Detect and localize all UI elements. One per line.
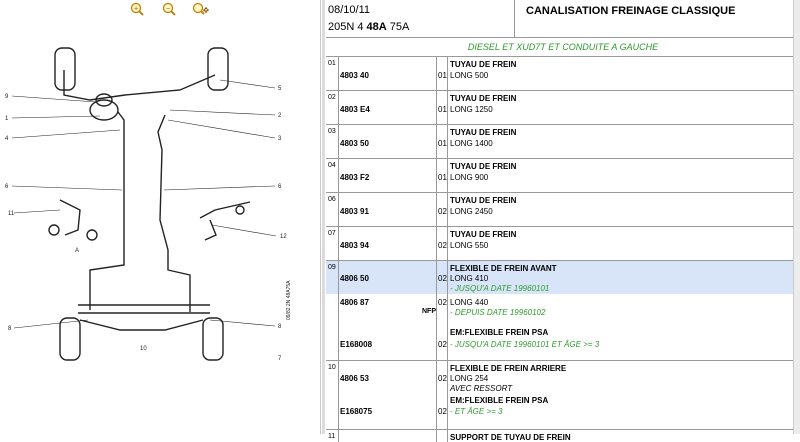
quantity: 01 [438, 105, 447, 114]
quantity: 02 [438, 340, 447, 349]
part-number: E168008 [340, 340, 373, 349]
svg-text:✥: ✥ [203, 6, 210, 15]
table-row[interactable]: 02 TUYAU DE FREIN 4803 E4 01 LONG 1250 [326, 91, 800, 125]
header-date: 08/10/11 [328, 4, 371, 16]
table-row[interactable]: 09 FLEXIBLE DE FREIN AVANT 4806 50 02 LO… [326, 261, 800, 361]
diagram-label: 3 [278, 136, 282, 142]
page-title: CANALISATION FREINAGE CLASSIQUE [526, 5, 736, 17]
zoom-toolbar: + − ✥ [128, 2, 210, 16]
part-number: 4806 53 [340, 374, 369, 383]
svg-text:+: + [134, 6, 138, 13]
diagram-label: 1 [5, 116, 9, 122]
svg-text:−: − [166, 6, 170, 13]
diagram-panel: + − ✥ [0, 0, 321, 434]
quantity: 01 [438, 139, 447, 148]
zoom-out-icon[interactable]: − [160, 2, 178, 16]
diagram-label: 2 [278, 113, 282, 119]
quantity: 01 [438, 71, 447, 80]
quantity: 02 [438, 298, 447, 307]
diagram-label: 8 [278, 324, 282, 330]
variant-subtitle: DIESEL ET XUD7T ET CONDUITE A GAUCHE [326, 38, 800, 57]
vertical-scrollbar[interactable] [793, 0, 800, 434]
table-row[interactable]: 04 TUYAU DE FREIN 4803 F2 01 LONG 900 [326, 159, 800, 193]
brake-pipe-diagram: 9 1 4 6 11 A 8 10 5 2 3 6 12 8 7 [5, 47, 292, 362]
quantity: 02 [438, 207, 447, 216]
part-number: 4803 E4 [340, 105, 370, 114]
diagram-label: 12 [280, 234, 287, 240]
panel-splitter[interactable] [322, 0, 325, 434]
diagram-label: 6 [5, 184, 9, 190]
quantity: 02 [438, 241, 447, 250]
part-number: 4806 50 [340, 274, 369, 283]
diagram-label: 9 [5, 94, 9, 100]
part-number: 4806 87 [340, 298, 369, 307]
quantity: 02 [438, 407, 447, 416]
part-number: E168075 [340, 407, 373, 416]
quantity: 02 [438, 374, 447, 383]
diagram-stamp: 09/82 2N 48A75A [286, 280, 292, 320]
diagram-label: A [75, 248, 79, 254]
diagram-label: 10 [140, 346, 147, 352]
diagram-label: 4 [5, 136, 9, 142]
part-number: 4803 40 [340, 71, 369, 80]
selected-row-highlight [326, 261, 800, 294]
part-number: 4803 94 [340, 241, 369, 250]
zoom-in-icon[interactable]: + [128, 2, 146, 16]
quantity: 02 [438, 274, 447, 283]
part-number: 4803 F2 [340, 173, 370, 182]
zoom-move-icon[interactable]: ✥ [192, 2, 210, 16]
diagram-label: 5 [278, 86, 282, 92]
table-row[interactable]: 10 FLEXIBLE DE FREIN ARRIERE 4806 53 02 … [326, 361, 800, 430]
quantity: 01 [438, 173, 447, 182]
table-row[interactable]: 07 TUYAU DE FREIN 4803 94 02 LONG 550 [326, 227, 800, 261]
header-reference: 205N 4 48A 75A [328, 21, 410, 33]
diagram-label: 11 [8, 211, 15, 217]
diagram-label: 7 [278, 356, 282, 362]
part-number: 4803 91 [340, 207, 369, 216]
diagram-label: 8 [8, 326, 12, 332]
parts-panel: 08/10/11 205N 4 48A 75A CANALISATION FRE… [326, 0, 800, 442]
nfp-flag: NFP [422, 308, 436, 315]
parts-header: 08/10/11 205N 4 48A 75A CANALISATION FRE… [326, 0, 800, 38]
diagram-label: 6 [278, 184, 282, 190]
parts-table: 01 TUYAU DE FREIN 4803 40 01 LONG 500 02… [326, 57, 800, 442]
table-row[interactable]: 11 SUPPORT DE TUYAU DE FREIN [326, 430, 800, 442]
part-number: 4803 50 [340, 139, 369, 148]
table-row[interactable]: 01 TUYAU DE FREIN 4803 40 01 LONG 500 [326, 57, 800, 91]
table-row[interactable]: 03 TUYAU DE FREIN 4803 50 01 LONG 1400 [326, 125, 800, 159]
table-row[interactable]: 06 TUYAU DE FREIN 4803 91 02 LONG 2450 [326, 193, 800, 227]
